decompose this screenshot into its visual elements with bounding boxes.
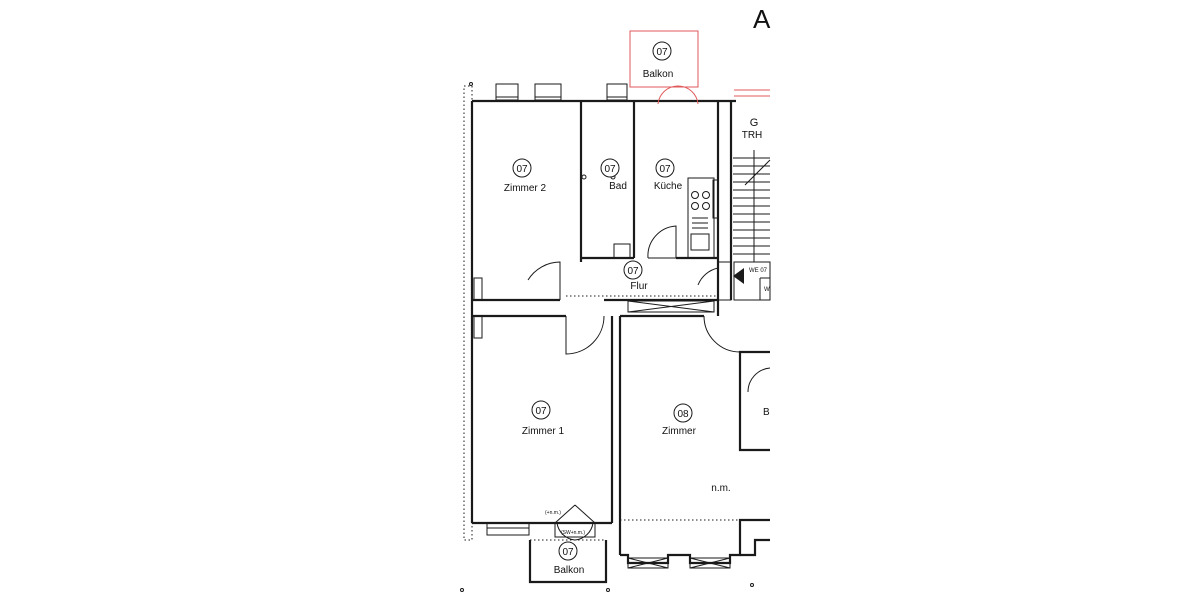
- stair-letter: G: [750, 117, 759, 129]
- window-niche: [627, 557, 669, 569]
- room-number: 07: [659, 164, 671, 175]
- room-name: Bad: [609, 181, 627, 192]
- door-zimmer08: [703, 315, 741, 353]
- room-label-kueche: 07 Küche: [654, 158, 683, 192]
- door-note: (+n.m.): [545, 510, 561, 516]
- stove-burner: [702, 191, 710, 199]
- partial-room-letter: B: [763, 407, 770, 418]
- window-niche: [495, 83, 519, 101]
- top-windows: [495, 83, 628, 101]
- room-name: Zimmer: [662, 426, 697, 437]
- room-number-circle: [531, 400, 551, 420]
- room-number-circle: [652, 41, 672, 61]
- room-name: Küche: [654, 181, 683, 192]
- room-name: Zimmer 2: [504, 183, 547, 194]
- stove-burner: [702, 202, 710, 210]
- pipe-marker: [460, 588, 464, 592]
- door-note: (SW+n.m.): [561, 530, 585, 536]
- room-name: Balkon: [554, 565, 585, 576]
- wall-niche: [473, 277, 483, 301]
- partial-room-b-outline: [738, 350, 770, 452]
- kitchen-radiator: [712, 179, 719, 219]
- zimmer08-walls: [620, 518, 770, 569]
- room-number-circle: [558, 541, 578, 561]
- window-niche: [689, 557, 731, 569]
- outer-walls: [463, 85, 736, 541]
- window-niche: [606, 83, 628, 101]
- unit-tag: WE 07: [749, 268, 768, 274]
- room-number-circle: [600, 158, 620, 178]
- pipe-marker: [750, 583, 754, 587]
- socket-marker: [581, 174, 587, 180]
- door-entry: [697, 267, 719, 286]
- misc-details: [460, 82, 754, 592]
- pipe-marker: [606, 588, 610, 592]
- window-niche: [486, 522, 530, 536]
- room-label-flur: 07 Flur: [623, 260, 648, 292]
- window-diagonal: [627, 557, 669, 569]
- room-number: 07: [535, 406, 547, 417]
- room-number: 07: [656, 47, 668, 58]
- bad-fixture: [613, 243, 631, 259]
- corner-label: A: [753, 4, 771, 34]
- stove-burner: [691, 191, 699, 199]
- room-label-zimmer2: 07 Zimmer 2: [504, 158, 547, 194]
- window-diagonal: [689, 557, 731, 569]
- balkon-bottom: [528, 539, 608, 584]
- room-number: 08: [677, 409, 689, 420]
- landing-box: [733, 261, 771, 301]
- kitchen-fixtures: [687, 177, 719, 259]
- room-number: 07: [516, 164, 528, 175]
- stove-burner: [691, 202, 699, 210]
- balkon-top: [629, 30, 770, 105]
- room-number: 07: [627, 266, 639, 277]
- left-facade: [463, 85, 473, 541]
- flur-cabinet-diagonal: [627, 300, 715, 313]
- door-zimmer2: [527, 261, 561, 300]
- stair-label: TRH: [742, 130, 763, 141]
- balcony-door: [554, 504, 596, 541]
- flur-cabinet: [627, 300, 715, 313]
- balkon-door: [657, 85, 699, 105]
- room-label-balkon-top: 07 Balkon: [643, 41, 674, 80]
- interior-walls: [472, 101, 732, 555]
- zimmer08-bottom-wall: [620, 518, 770, 565]
- entrance-arrow-icon: [733, 268, 744, 284]
- room-label-zimmer1: 07 Zimmer 1: [522, 400, 565, 437]
- window-niche: [534, 83, 562, 101]
- door-kueche: [647, 225, 677, 259]
- wall-niche: [473, 315, 483, 339]
- entrance-area: [733, 261, 771, 301]
- room-number: 07: [604, 164, 616, 175]
- room-name: Flur: [630, 281, 648, 292]
- balcony-door-frame: [554, 522, 596, 538]
- balkon-bottom-outline: [528, 540, 608, 584]
- unit-tag-short: W: [764, 287, 770, 293]
- pipe-marker: [469, 82, 473, 86]
- partial-room-b-door: [747, 367, 771, 393]
- zimmer1-windows: [486, 504, 596, 541]
- doors: [527, 225, 741, 355]
- room-label-bad: 07 Bad: [600, 158, 627, 192]
- balkon-top-outline: [629, 30, 699, 88]
- room-number-circle: [512, 158, 532, 178]
- kitchen-sink: [690, 233, 710, 251]
- room-label-zimmer08: 08 Zimmer: [662, 403, 697, 437]
- entry-wall-block: [717, 261, 732, 301]
- room-number-circle: [673, 403, 693, 423]
- room-number: 07: [562, 547, 574, 558]
- room-number-circle: [655, 158, 675, 178]
- room-number-circle: [623, 260, 643, 280]
- not-measured-label: n.m.: [711, 483, 730, 494]
- door-zimmer1: [565, 315, 605, 355]
- staircase: [733, 150, 771, 262]
- room-name: Balkon: [643, 69, 674, 80]
- lower-wall-step: [740, 538, 770, 557]
- room-label-balkon-bottom: 07 Balkon: [554, 541, 585, 576]
- partial-room-b: [738, 350, 771, 452]
- room-name: Zimmer 1: [522, 426, 565, 437]
- stair-arrow-line: [744, 159, 771, 186]
